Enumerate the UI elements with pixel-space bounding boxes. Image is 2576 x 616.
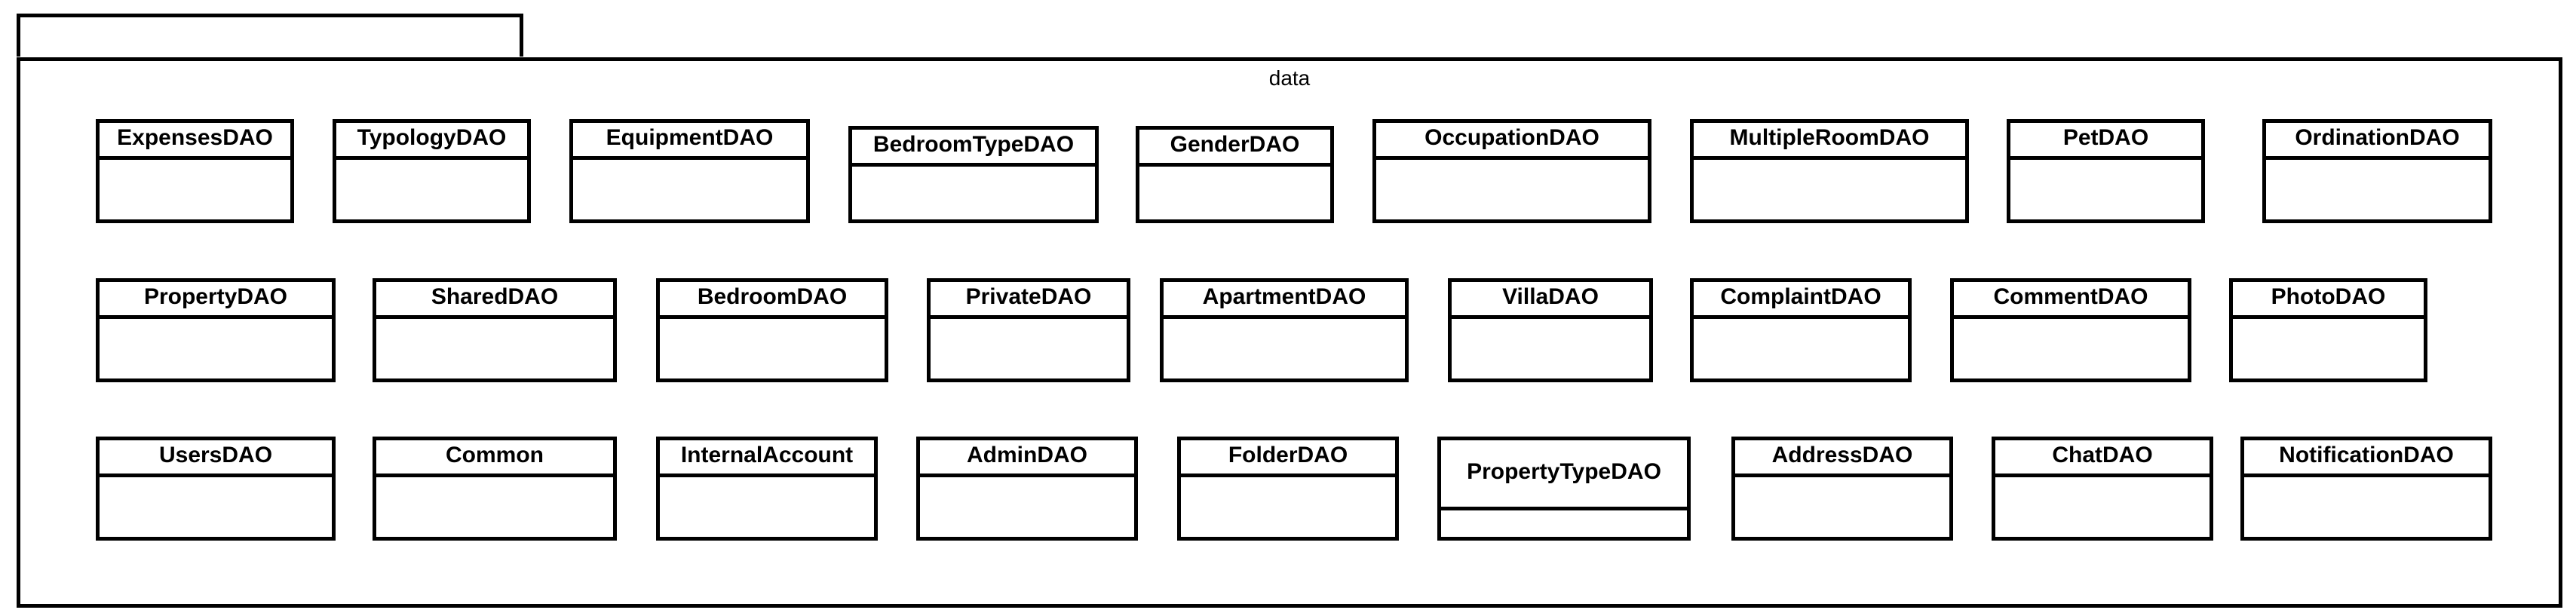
class-name: BedroomTypeDAO <box>852 130 1095 167</box>
class-name: GenderDAO <box>1139 130 1330 167</box>
class-name: OrdinationDAO <box>2266 123 2489 160</box>
class-attributes <box>660 319 885 378</box>
class-pet-dao[interactable]: PetDAO <box>2007 119 2205 223</box>
class-attributes <box>336 160 527 219</box>
class-shared-dao[interactable]: SharedDAO <box>373 278 617 382</box>
package-tab <box>17 14 523 57</box>
class-name: SharedDAO <box>376 282 613 319</box>
class-name: PropertyDAO <box>100 282 332 319</box>
class-name: ComplaintDAO <box>1694 282 1908 319</box>
class-attributes <box>573 160 806 219</box>
class-attributes <box>1376 160 1648 219</box>
class-name: AdminDAO <box>920 440 1134 477</box>
class-ordination-dao[interactable]: OrdinationDAO <box>2262 119 2492 223</box>
class-name: TypologyDAO <box>336 123 527 160</box>
class-bedroom-type-dao[interactable]: BedroomTypeDAO <box>848 126 1099 223</box>
class-attributes <box>100 477 332 537</box>
class-photo-dao[interactable]: PhotoDAO <box>2229 278 2427 382</box>
class-chat-dao[interactable]: ChatDAO <box>1992 437 2213 541</box>
class-attributes <box>1954 319 2188 378</box>
class-multiple-room-dao[interactable]: MultipleRoomDAO <box>1690 119 1969 223</box>
package-name: data <box>1268 66 1311 90</box>
class-name: VillaDAO <box>1452 282 1649 319</box>
class-property-dao[interactable]: PropertyDAO <box>96 278 336 382</box>
class-equipment-dao[interactable]: EquipmentDAO <box>569 119 810 223</box>
class-attributes <box>1441 510 1687 537</box>
class-attributes <box>931 319 1127 378</box>
class-name: PetDAO <box>2010 123 2201 160</box>
class-complaint-dao[interactable]: ComplaintDAO <box>1690 278 1912 382</box>
class-name: AddressDAO <box>1735 440 1949 477</box>
class-typology-dao[interactable]: TypologyDAO <box>333 119 531 223</box>
class-apartment-dao[interactable]: ApartmentDAO <box>1160 278 1409 382</box>
class-attributes <box>1181 477 1395 537</box>
class-name: PrivateDAO <box>931 282 1127 319</box>
class-notification-dao[interactable]: NotificationDAO <box>2240 437 2492 541</box>
class-name: CommentDAO <box>1954 282 2188 319</box>
class-attributes <box>376 477 613 537</box>
class-name: PropertyTypeDAO <box>1441 440 1687 510</box>
class-name: InternalAccount <box>660 440 874 477</box>
class-name: ApartmentDAO <box>1164 282 1405 319</box>
class-name: PhotoDAO <box>2233 282 2424 319</box>
class-attributes <box>1995 477 2210 537</box>
class-property-type-dao[interactable]: PropertyTypeDAO <box>1437 437 1691 541</box>
class-attributes <box>376 319 613 378</box>
class-name: OccupationDAO <box>1376 123 1648 160</box>
class-attributes <box>1694 160 1965 219</box>
class-name: EquipmentDAO <box>573 123 806 160</box>
class-name: ExpensesDAO <box>100 123 290 160</box>
class-folder-dao[interactable]: FolderDAO <box>1177 437 1399 541</box>
class-name: ChatDAO <box>1995 440 2210 477</box>
class-name: FolderDAO <box>1181 440 1395 477</box>
class-expenses-dao[interactable]: ExpensesDAO <box>96 119 294 223</box>
class-attributes <box>1164 319 1405 378</box>
class-name: Common <box>376 440 613 477</box>
class-attributes <box>2010 160 2201 219</box>
class-attributes <box>852 167 1095 226</box>
class-occupation-dao[interactable]: OccupationDAO <box>1372 119 1651 223</box>
class-attributes <box>2244 477 2489 537</box>
class-common[interactable]: Common <box>373 437 617 541</box>
class-attributes <box>100 160 290 219</box>
class-attributes <box>100 319 332 378</box>
class-attributes <box>2266 160 2489 219</box>
class-name: NotificationDAO <box>2244 440 2489 477</box>
class-admin-dao[interactable]: AdminDAO <box>916 437 1138 541</box>
class-internal-account[interactable]: InternalAccount <box>656 437 878 541</box>
class-attributes <box>1139 167 1330 226</box>
class-attributes <box>2233 319 2424 378</box>
class-name: MultipleRoomDAO <box>1694 123 1965 160</box>
class-name: UsersDAO <box>100 440 332 477</box>
class-address-dao[interactable]: AddressDAO <box>1731 437 1953 541</box>
class-attributes <box>920 477 1134 537</box>
class-users-dao[interactable]: UsersDAO <box>96 437 336 541</box>
class-private-dao[interactable]: PrivateDAO <box>927 278 1130 382</box>
class-attributes <box>1452 319 1649 378</box>
class-gender-dao[interactable]: GenderDAO <box>1136 126 1334 223</box>
class-attributes <box>660 477 874 537</box>
class-attributes <box>1735 477 1949 537</box>
class-bedroom-dao[interactable]: BedroomDAO <box>656 278 888 382</box>
class-comment-dao[interactable]: CommentDAO <box>1950 278 2191 382</box>
class-attributes <box>1694 319 1908 378</box>
class-name: BedroomDAO <box>660 282 885 319</box>
class-villa-dao[interactable]: VillaDAO <box>1448 278 1653 382</box>
